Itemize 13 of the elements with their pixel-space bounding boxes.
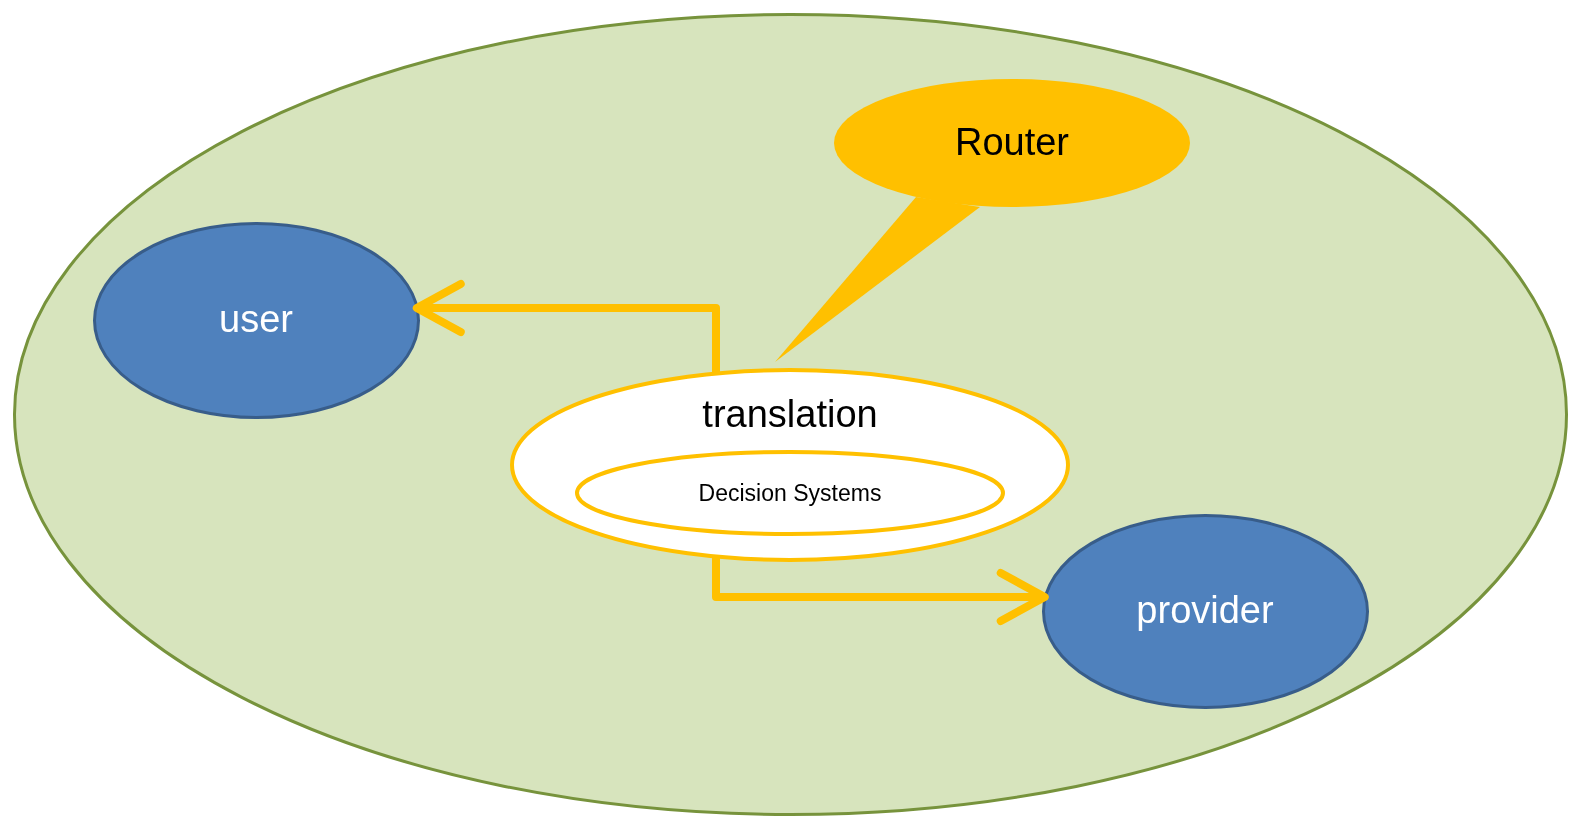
- background-ellipse: [12, 12, 1568, 816]
- inner-ellipse: [575, 450, 1005, 536]
- node-label: user: [219, 298, 293, 342]
- process-ellipse: [510, 368, 1070, 562]
- arrow: [712, 556, 1049, 625]
- node-label: provider: [1136, 589, 1274, 633]
- arrow: [412, 280, 720, 374]
- actor-ellipse: [1041, 513, 1369, 709]
- node-label: Router: [954, 121, 1070, 165]
- node-label: translation: [702, 393, 878, 437]
- node-label: Decision Systems: [698, 479, 882, 507]
- actor-ellipse: [92, 221, 420, 419]
- speech-bubble: [775, 79, 1190, 362]
